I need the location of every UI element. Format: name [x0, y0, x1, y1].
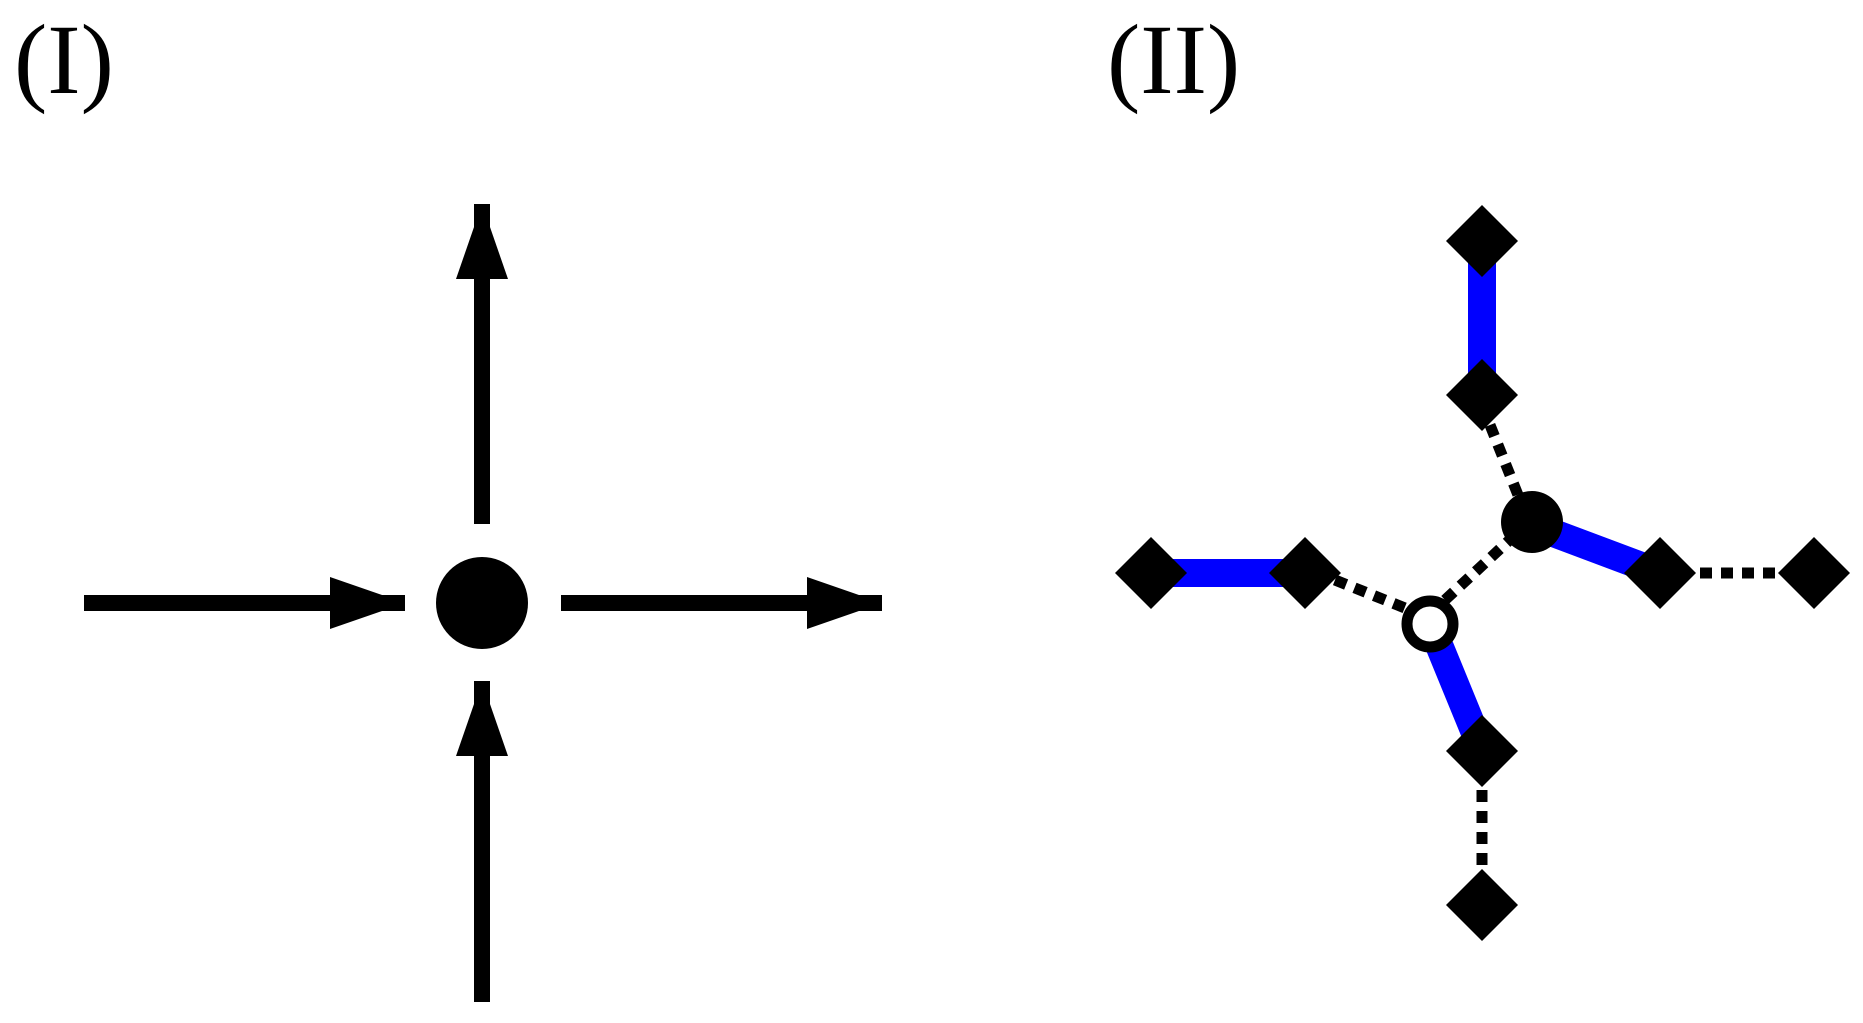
diamond-icon: [1624, 537, 1696, 609]
panel-left-diagram: [84, 204, 882, 1002]
diamond-icon: [1446, 869, 1518, 941]
dotted-link-center: [1441, 530, 1519, 605]
diamond-icon: [1115, 537, 1187, 609]
open-circle-icon: [1401, 595, 1459, 653]
filled-node-icon: [436, 557, 528, 649]
panel-label-right: (II): [1107, 4, 1241, 115]
filled-circle-icon: [1501, 491, 1563, 553]
dotted-link-left: [1332, 574, 1408, 614]
diamond-icon: [1269, 537, 1341, 609]
dotted-link-upper: [1484, 422, 1528, 508]
diamond-icon: [1446, 715, 1518, 787]
diamond-icon: [1446, 359, 1518, 431]
panel-right-diagram: [1115, 205, 1850, 941]
diamond-icon: [1778, 537, 1850, 609]
panel-label-left: (I): [14, 4, 114, 115]
diamond-icon: [1446, 205, 1518, 277]
